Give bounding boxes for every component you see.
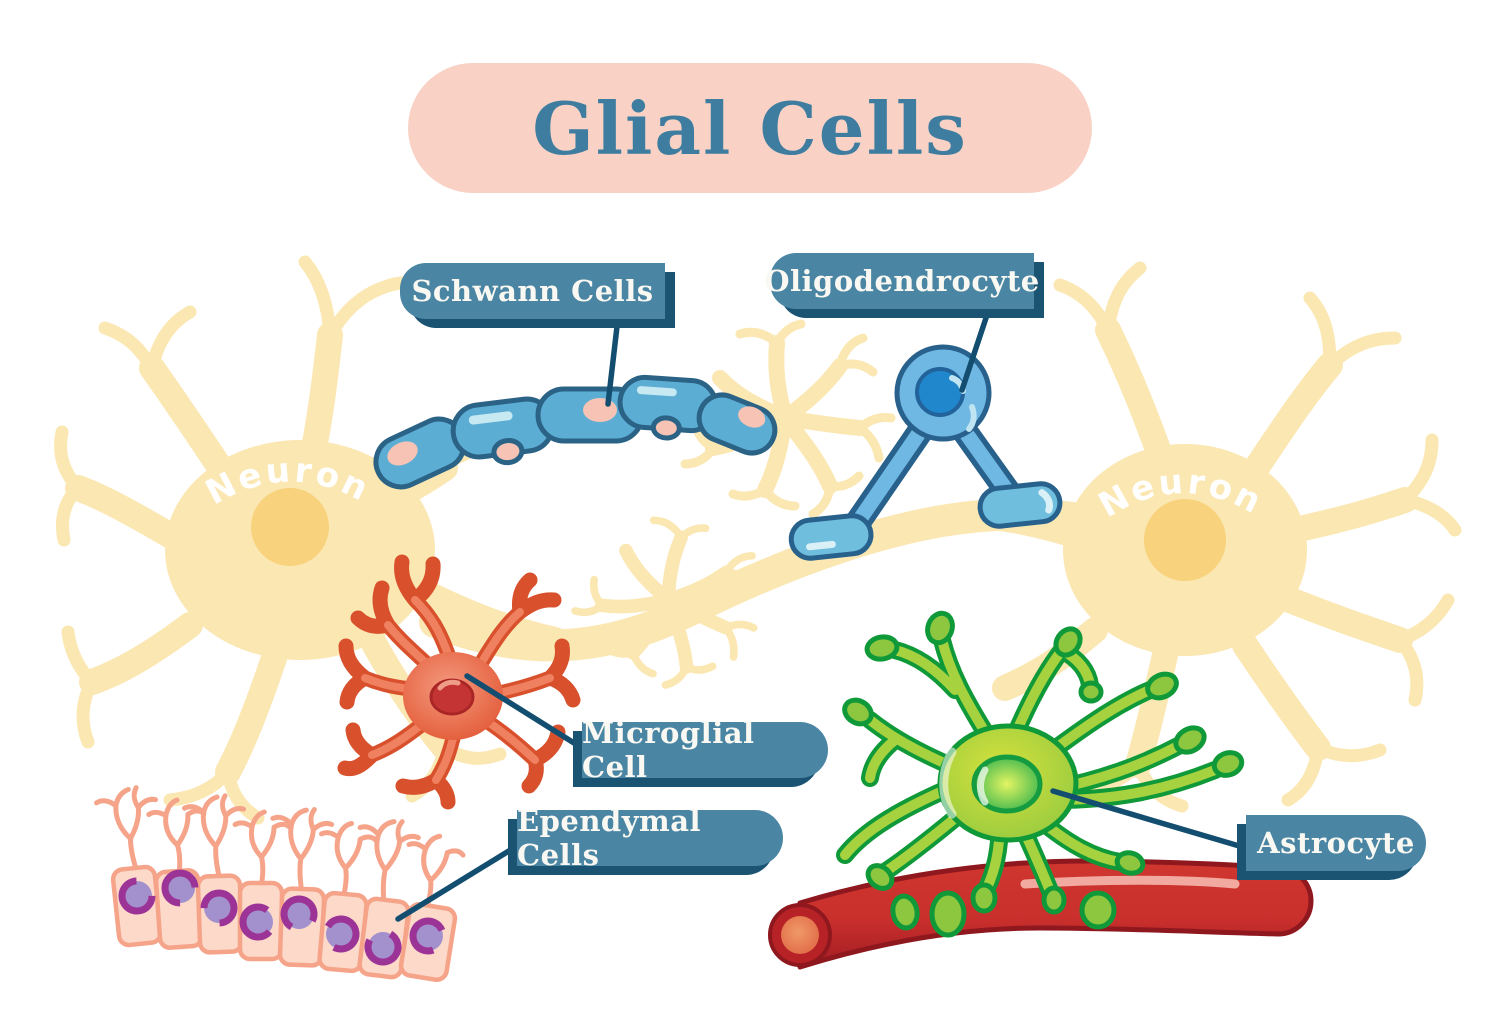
- astrocyte-nucleus: [971, 754, 1043, 814]
- label-schwann-cells: Schwann Cells: [400, 263, 665, 319]
- ependymal-cells: [95, 786, 465, 982]
- leader-ependymal: [395, 843, 520, 922]
- microglia-nucleus: [429, 678, 475, 716]
- oligodendrocyte-nucleus: [915, 367, 965, 417]
- right-neuron-nucleus: [1144, 499, 1226, 581]
- leader-microglial: [464, 673, 585, 751]
- diagram-title: Glial Cells: [408, 63, 1092, 193]
- left-neuron-nucleus: [251, 488, 329, 566]
- astrocyte-arm-bulbs: [842, 610, 1245, 915]
- schwann-cells: [373, 374, 778, 490]
- left-neuron: [54, 255, 568, 825]
- ependymal-nuclei: [118, 869, 447, 966]
- leader-astrocyte: [1050, 788, 1249, 851]
- diagram-title-text: Glial Cells: [532, 85, 968, 171]
- label-oligodendrocyte: Oligodendrocyte: [764, 253, 1039, 309]
- label-microglial-cell: Microglial Cell: [582, 716, 828, 784]
- astrocyte-endfeet-on-vessel: [890, 890, 1117, 938]
- dendrite-tuft-lower: [562, 498, 778, 706]
- myelin-segment-left: [788, 513, 874, 561]
- label-astrocyte: Astrocyte: [1246, 815, 1426, 871]
- myelin-segment-right: [977, 481, 1063, 529]
- leader-oligodendrocyte: [959, 309, 991, 393]
- leader-schwann: [605, 315, 621, 407]
- astrocyte-cell: [836, 610, 1245, 915]
- label-ependymal-cells: Ependymal Cells: [517, 804, 783, 872]
- right-neuron: [987, 261, 1462, 813]
- microglial-cell: [337, 554, 581, 810]
